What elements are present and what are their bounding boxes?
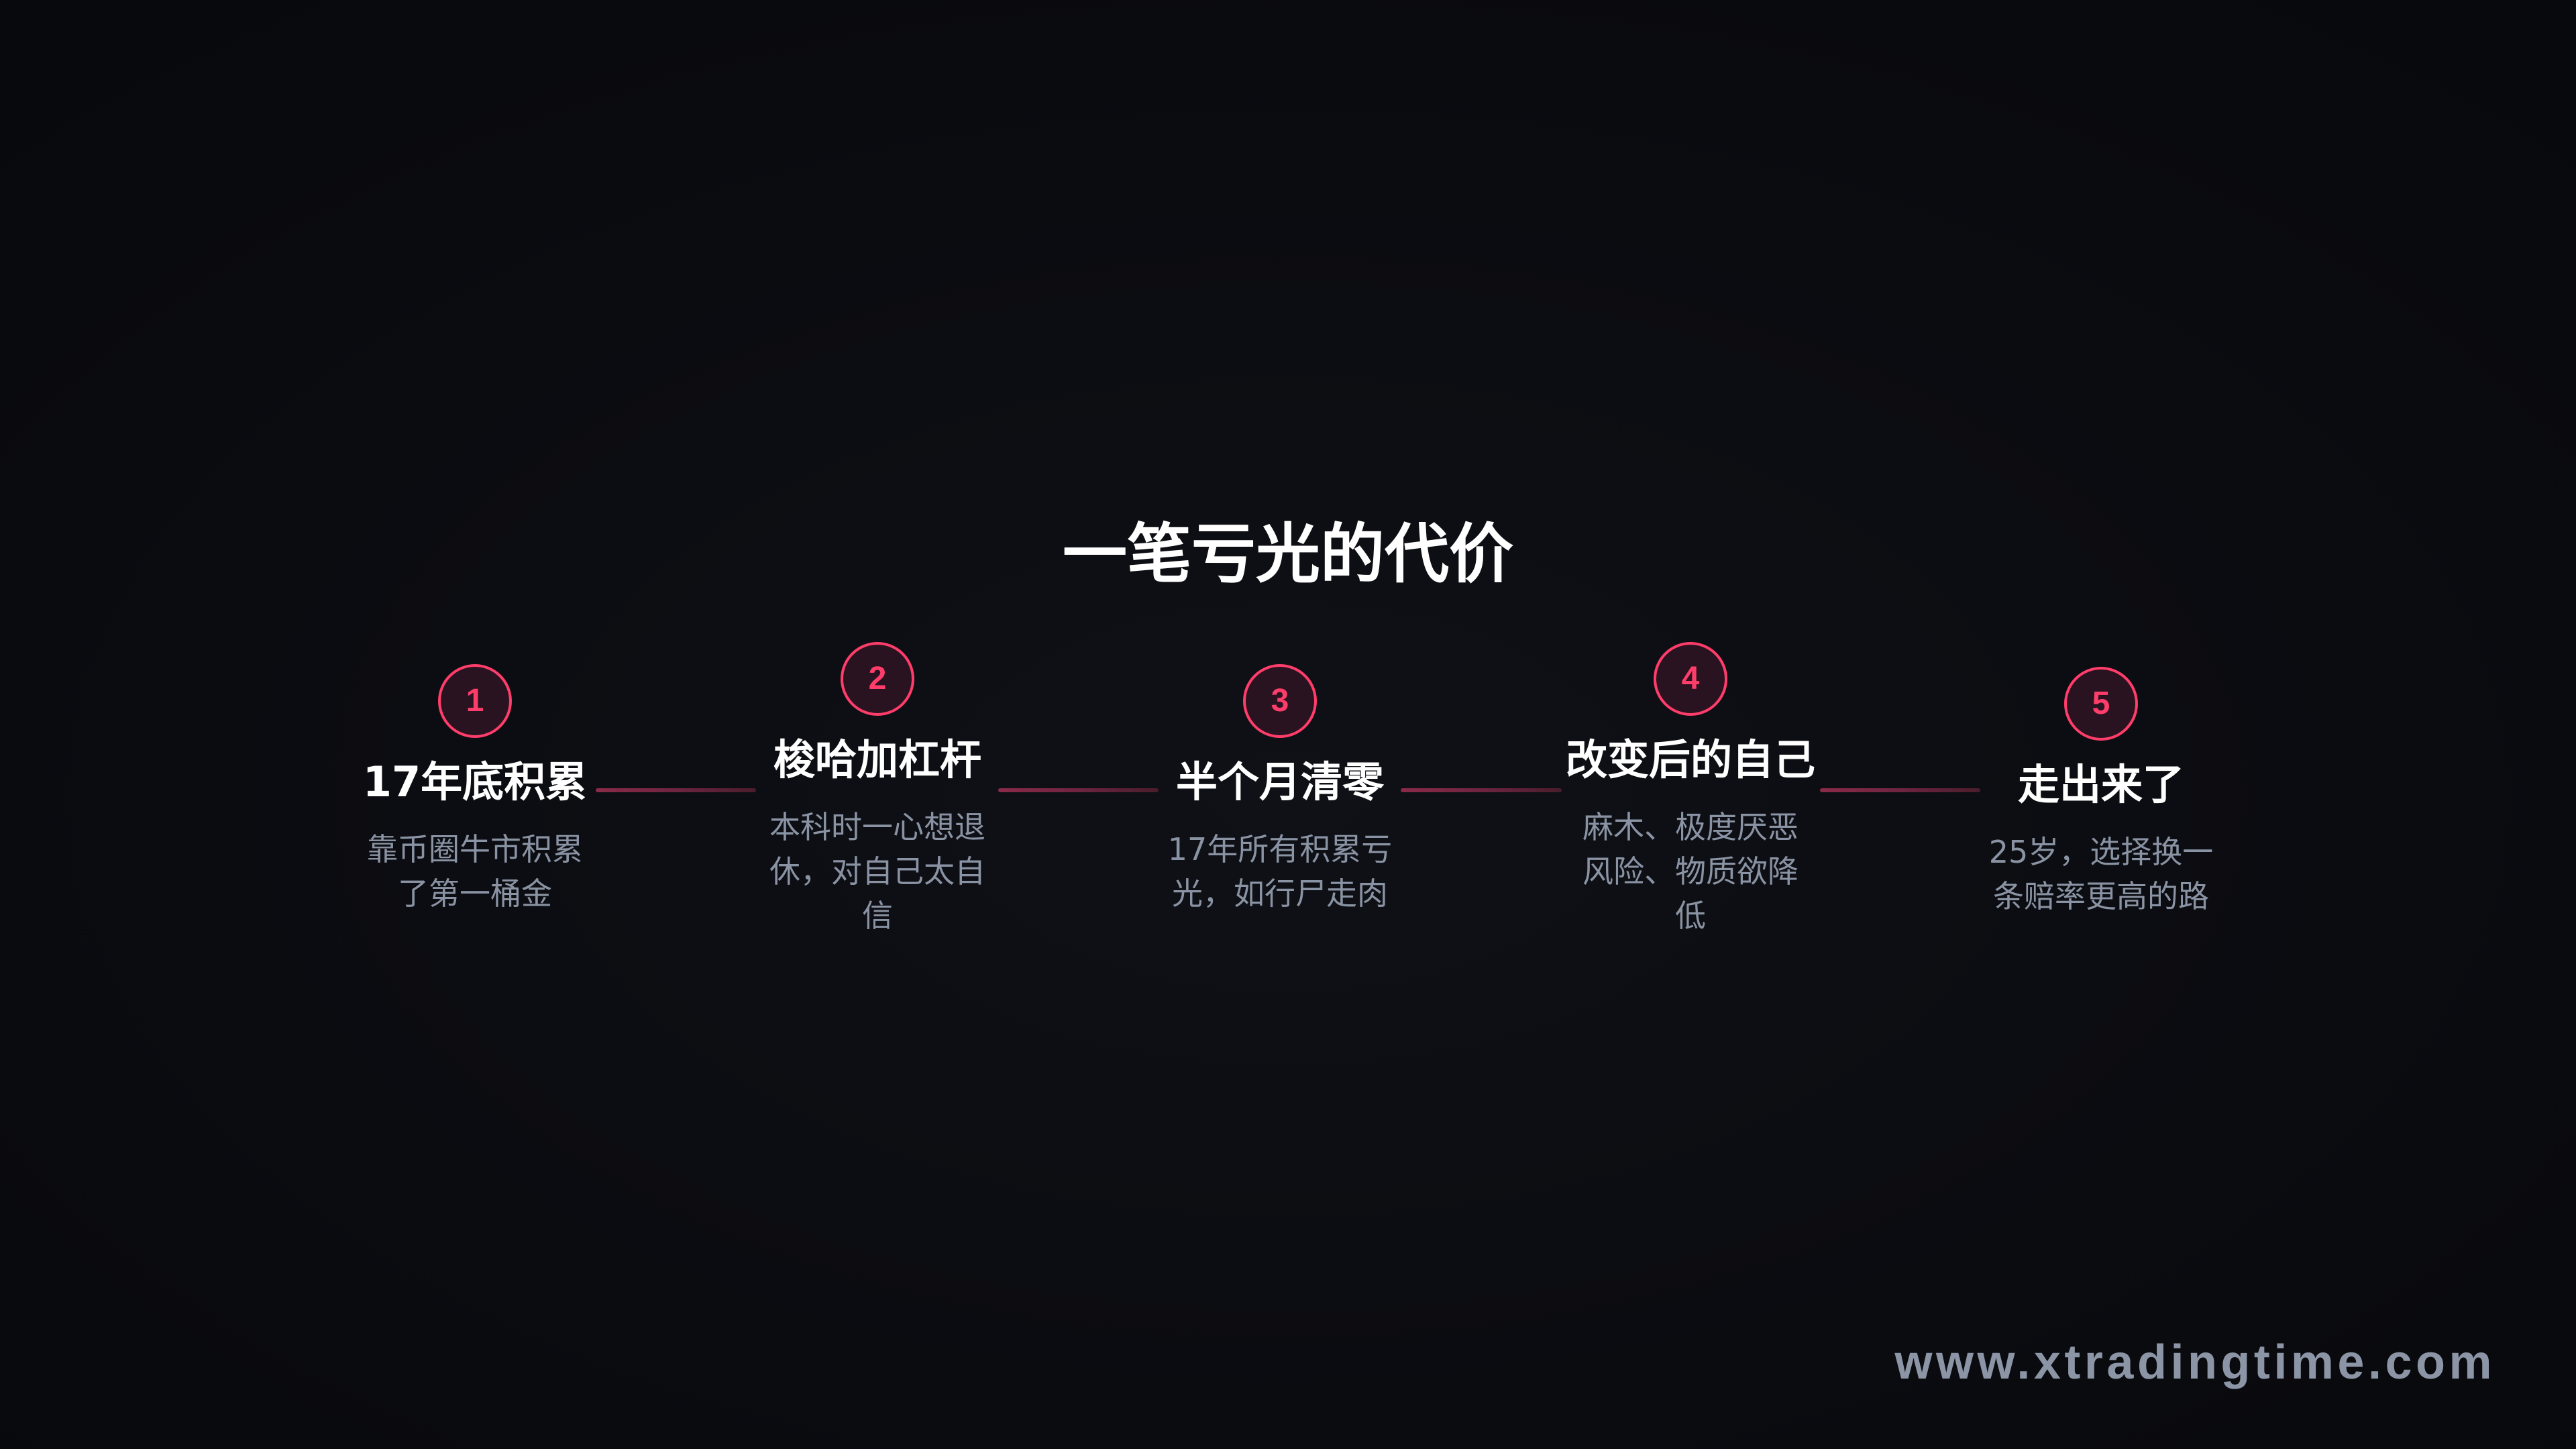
step-description-line: 低 xyxy=(1675,898,1706,934)
step-description-line: 信 xyxy=(862,898,893,934)
timeline-connector xyxy=(596,788,756,792)
step-title: 梭哈加杠杆 xyxy=(773,735,981,784)
step-description: 25岁，选择换一 条赔率更高的路 xyxy=(1989,830,2214,918)
timeline-step-3: 3 半个月清零 17年所有积累亏 光，如行尸走肉 xyxy=(1132,664,1428,916)
step-description: 靠币圈牛市积累 了第一桶金 xyxy=(367,827,583,916)
timeline-connector xyxy=(1820,788,1980,792)
step-description: 17年所有积累亏 光，如行尸走肉 xyxy=(1168,827,1393,916)
step-description-line: 麻木、极度厌恶 xyxy=(1582,809,1799,845)
step-number-badge: 1 xyxy=(438,664,512,738)
timeline-connector xyxy=(1401,788,1562,792)
step-description-line: 靠币圈牛市积累 xyxy=(367,831,583,867)
step-description-line: 25岁，选择换一 xyxy=(1988,834,2214,870)
step-description: 本科时一心想退 休，对自己太自 信 xyxy=(769,805,985,938)
watermark-url: www.xtradingtime.com xyxy=(1894,1336,2496,1389)
step-number-badge: 5 xyxy=(2064,667,2138,741)
step-description-line: 本科时一心想退 xyxy=(769,809,985,845)
step-title: 半个月清零 xyxy=(1175,757,1384,806)
timeline-step-2: 2 梭哈加杠杆 本科时一心想退 休，对自己太自 信 xyxy=(730,642,1025,938)
timeline-step-5: 5 走出来了 25岁，选择换一 条赔率更高的路 xyxy=(1953,667,2249,918)
timeline-step-4: 4 改变后的自己 麻木、极度厌恶 风险、物质欲降 低 xyxy=(1543,642,1838,938)
step-title: 17年底积累 xyxy=(362,757,588,806)
page-title: 一笔亏光的代价 xyxy=(1063,517,1513,592)
timeline-step-1: 1 17年底积累 靠币圈牛市积累 了第一桶金 xyxy=(327,664,623,916)
step-number-badge: 3 xyxy=(1243,664,1317,738)
step-description: 麻木、极度厌恶 风险、物质欲降 低 xyxy=(1582,805,1799,938)
step-description-line: 了第一桶金 xyxy=(398,875,552,912)
step-number-badge: 4 xyxy=(1654,642,1727,716)
step-title: 走出来了 xyxy=(2017,760,2184,809)
step-title: 改变后的自己 xyxy=(1565,735,1815,784)
step-description-line: 光，如行尸走肉 xyxy=(1171,875,1388,912)
step-number-badge: 2 xyxy=(841,642,914,716)
timeline-connector xyxy=(998,788,1159,792)
step-description-line: 休，对自己太自 xyxy=(769,853,985,890)
step-description-line: 条赔率更高的路 xyxy=(1992,878,2209,914)
step-description-line: 17年所有积累亏 xyxy=(1167,831,1393,867)
step-description-line: 风险、物质欲降 xyxy=(1582,853,1799,890)
